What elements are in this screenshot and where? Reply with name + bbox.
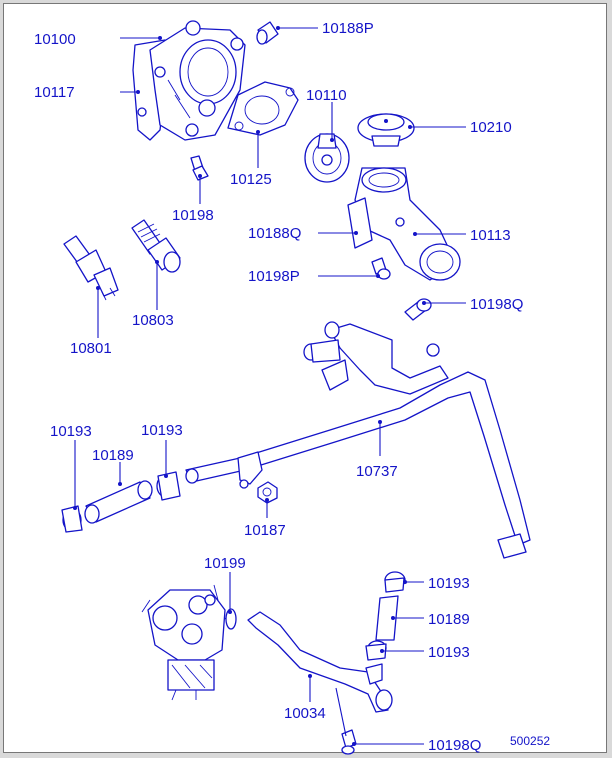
bolt-10198 (190, 155, 209, 181)
label-10198p: 10198P (248, 268, 300, 285)
label-10189-top: 10189 (92, 447, 134, 464)
water-outlet-10113 (347, 167, 461, 281)
bolt-10198q-top (404, 298, 432, 321)
water-pipe-10034 (247, 611, 393, 713)
label-10193-c: 10193 (428, 575, 470, 592)
label-10193-a: 10193 (50, 423, 92, 440)
label-10100: 10100 (34, 31, 76, 48)
label-10199: 10199 (204, 555, 246, 572)
water-pipe-10737 (185, 321, 531, 559)
plug-10188p (256, 21, 279, 45)
gasket-10125 (227, 81, 299, 136)
label-10198q-bottom: 10198Q (428, 737, 481, 754)
nut-10187 (257, 481, 278, 504)
label-10187: 10187 (244, 522, 286, 539)
drawing-code: 500252 (510, 734, 550, 748)
label-10117: 10117 (34, 84, 75, 101)
label-10113: 10113 (470, 227, 511, 244)
label-10188p: 10188P (322, 20, 374, 37)
sensor-10801 (63, 235, 119, 301)
leader-lines (73, 26, 466, 746)
label-10193-d: 10193 (428, 644, 470, 661)
label-10189-bottom: 10189 (428, 611, 470, 628)
thermostat-10110 (304, 133, 350, 183)
thermostat-case-assembly (132, 20, 246, 141)
hose-assembly-upper (61, 471, 181, 533)
label-10188q: 10188Q (248, 225, 301, 242)
label-10737: 10737 (356, 463, 398, 480)
label-10125: 10125 (230, 171, 272, 188)
label-10801: 10801 (70, 340, 112, 357)
diagram-frame (3, 3, 607, 753)
bolt-10198q-bottom (341, 729, 357, 755)
label-10198q-top: 10198Q (470, 296, 523, 313)
sensor-10803 (131, 219, 181, 273)
label-10034: 10034 (284, 705, 326, 722)
label-10110: 10110 (306, 87, 347, 104)
cap-10210 (357, 113, 415, 147)
label-10803: 10803 (132, 312, 174, 329)
label-10210: 10210 (470, 119, 512, 136)
hose-assembly-lower (365, 571, 406, 661)
label-10198: 10198 (172, 207, 214, 224)
part-number-labels: 10100 10188P 10117 10110 10210 10125 101… (34, 20, 550, 754)
water-pump-engine-block (141, 584, 237, 701)
label-10193-b: 10193 (141, 422, 183, 439)
